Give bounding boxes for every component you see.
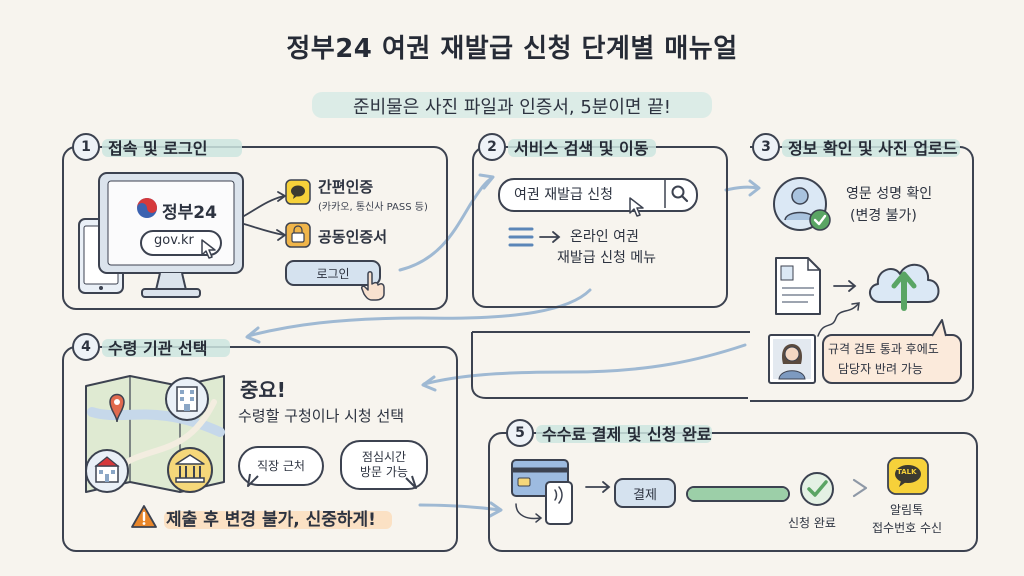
step1-panel: [62, 146, 448, 310]
step3-highlight: [782, 139, 960, 157]
note-line1: 규격 검토 통과 후에도: [828, 342, 939, 356]
name-check-line2: (변경 불가): [850, 208, 917, 224]
cursor-icon: [629, 197, 644, 217]
step2-header: 2 서비스 검색 및 이동: [478, 133, 656, 161]
subtitle-block: 준비물은 사진 파일과 인증서, 5분이면 끝!: [312, 88, 712, 122]
city-hall-icon: [85, 449, 129, 493]
apply-done-label: 신청 완료: [788, 516, 836, 530]
step5-title: 수수료 결제 및 신청 완료: [542, 425, 712, 444]
page-subtitle: 준비물은 사진 파일과 인증서, 5분이면 끝!: [353, 97, 671, 118]
note-line2: 담당자 반려 가능: [838, 362, 923, 376]
certificate-icon: [285, 222, 311, 248]
chevron-right-icon: [852, 478, 868, 498]
note-tail: [931, 319, 947, 337]
step5-number: 5: [506, 419, 534, 447]
step4-highlight: [102, 339, 230, 357]
card-payment-icon: [511, 459, 573, 525]
bubble-tail: [405, 475, 417, 489]
step2-title: 서비스 검색 및 이동: [514, 139, 649, 158]
note-box: [822, 334, 962, 384]
check-circle-icon: [800, 472, 834, 506]
kakao-chat-icon: [285, 179, 311, 205]
menu-label-line1: 온라인 여권: [570, 229, 639, 245]
step3-frame-lines: [471, 331, 750, 399]
important-label: 중요!: [240, 378, 286, 402]
step1-highlight: [102, 139, 242, 157]
step3-title: 정보 확인 및 사진 업로드: [788, 139, 958, 158]
payment-progress-fill: [688, 488, 788, 500]
bubble-lunch-line1: 점심시간: [361, 450, 407, 464]
notify-line1: 알림톡: [890, 503, 924, 517]
step2-highlight: [508, 139, 656, 157]
auth-simple-label: 간편인증: [318, 178, 374, 196]
arrow-right-icon: [585, 481, 611, 493]
step2-number: 2: [478, 133, 506, 161]
document-icon: [775, 257, 821, 315]
login-button[interactable]: 로그인: [285, 260, 381, 286]
warning-text: 제출 후 변경 불가, 신중하게!: [166, 510, 376, 530]
subtitle-highlight: [312, 92, 712, 118]
taegeuk-logo-icon: [137, 198, 157, 218]
step5-highlight: [536, 425, 712, 443]
bubble-tail: [247, 473, 259, 487]
step4-number: 4: [72, 333, 100, 361]
office-building-icon: [165, 377, 209, 421]
office-choose-text: 수령할 구청이나 시청 선택: [238, 407, 405, 425]
warning-highlight: [164, 511, 392, 529]
step5-panel: [488, 432, 978, 552]
url-text: gov.kr: [154, 233, 194, 248]
step5-header: 5 수수료 결제 및 신청 완료: [506, 419, 712, 447]
cloud-upload-icon: [869, 264, 940, 311]
user-verified-icon: [773, 177, 831, 231]
auth-cert-label: 공동인증서: [318, 228, 388, 246]
step4-title: 수령 기관 선택: [108, 339, 208, 358]
step3-header: 3 정보 확인 및 사진 업로드: [752, 133, 960, 161]
cursor-icon: [201, 239, 216, 259]
auth-simple-note: (카카오, 통신사 PASS 등): [318, 202, 428, 213]
arrow-right-icon: [833, 280, 857, 292]
menu-label-line2: 재발급 신청 메뉴: [557, 250, 657, 266]
name-check-line1: 영문 성명 확인: [846, 186, 933, 202]
step3-number: 3: [752, 133, 780, 161]
step1-header: 1 접속 및 로그인: [72, 133, 242, 161]
kakaotalk-icon: [887, 457, 929, 495]
payment-progress-bar: [686, 486, 790, 502]
step1-number: 1: [72, 133, 100, 161]
bubble-lunch-line2: 방문 가능: [360, 465, 408, 479]
government-building-icon: [167, 447, 213, 493]
auth-arrows: [243, 191, 287, 241]
search-input-value: 여권 재발급 신청: [514, 187, 614, 203]
menu-icon: [508, 227, 561, 247]
notify-line2: 접수번호 수신: [872, 521, 943, 535]
step4-header: 4 수령 기관 선택: [72, 333, 230, 361]
pay-button[interactable]: 결제: [614, 478, 676, 508]
hand-pointer-icon: [361, 271, 385, 301]
squiggle-pointer: [817, 302, 860, 337]
search-icon[interactable]: [664, 180, 694, 208]
step4-panel: [62, 346, 458, 552]
passport-photo-icon: [768, 334, 816, 384]
monitor-logo-text: 정부24: [162, 203, 217, 223]
talk-badge: TALK: [897, 468, 917, 476]
page-title: 정부24 여권 재발급 신청 단계별 매뉴얼: [286, 34, 738, 64]
warning-icon: [131, 505, 157, 528]
step1-title: 접속 및 로그인: [108, 139, 208, 158]
